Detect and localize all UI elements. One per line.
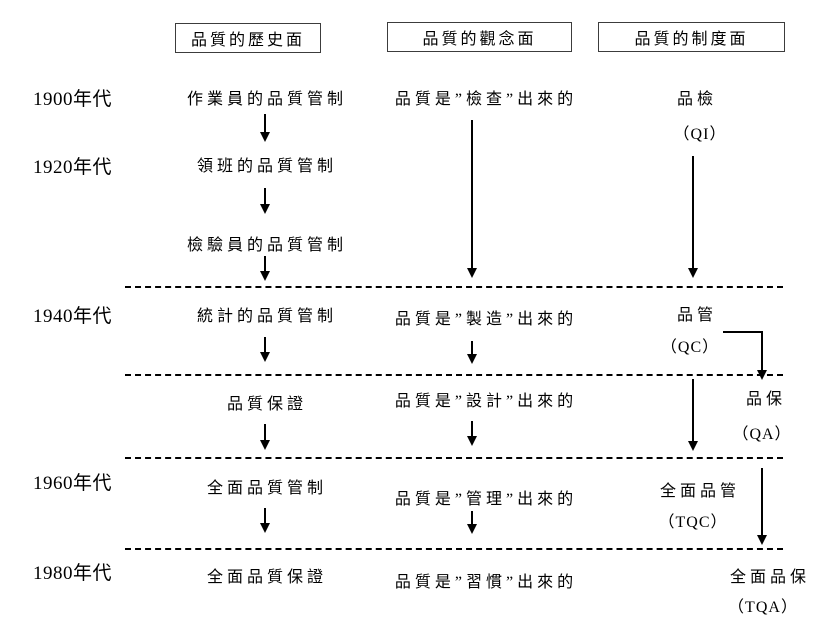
down-arrow-icon — [264, 114, 267, 132]
down-arrow-icon — [471, 421, 474, 436]
year-label-1960: 1960年代 — [33, 473, 113, 494]
history-item-statistical-qc: 統計的品質管制 — [196, 308, 338, 325]
down-arrow-icon — [264, 188, 267, 204]
column-header-system-label: 品質的制度面 — [634, 31, 749, 48]
dashed-divider-4 — [125, 548, 783, 550]
dashed-divider-2 — [125, 374, 783, 376]
concept-item-managed: 品質是”管理”出來的 — [394, 491, 578, 508]
column-header-concept-label: 品質的觀念面 — [422, 31, 537, 48]
system-item-qi-abbr: （QI） — [673, 126, 727, 143]
down-arrow-icon — [471, 341, 474, 354]
down-arrow-icon — [264, 424, 267, 440]
year-label-1900: 1900年代 — [33, 89, 113, 110]
system-item-qi-name: 品檢 — [676, 91, 718, 108]
down-arrow-icon — [692, 156, 695, 268]
down-arrow-icon — [471, 120, 474, 268]
concept-item-designed: 品質是”設計”出來的 — [394, 393, 578, 410]
history-item-total-qa: 全面品質保證 — [206, 569, 328, 586]
down-arrow-icon — [471, 511, 474, 524]
column-header-history-label: 品質的歷史面 — [190, 32, 305, 49]
system-item-tqc-abbr: （TQC） — [658, 514, 728, 531]
elbow-connector-down-arrow-icon — [761, 331, 764, 370]
down-arrow-icon — [761, 468, 764, 535]
system-item-tqc-name: 全面品管 — [659, 483, 741, 500]
system-item-qa-abbr: （QA） — [732, 426, 792, 443]
year-label-1940: 1940年代 — [33, 306, 113, 327]
dashed-divider-1 — [125, 286, 783, 288]
history-item-quality-assurance: 品質保證 — [226, 396, 308, 413]
history-item-foreman-qc: 領班的品質管制 — [196, 158, 338, 175]
down-arrow-icon — [692, 379, 695, 441]
system-item-qc-abbr: （QC） — [660, 339, 720, 356]
down-arrow-icon — [264, 508, 267, 523]
history-item-total-qc: 全面品質管制 — [206, 480, 328, 497]
column-header-history: 品質的歷史面 — [175, 23, 321, 53]
concept-item-habit: 品質是”習慣”出來的 — [394, 574, 578, 591]
column-header-concept: 品質的觀念面 — [387, 22, 572, 52]
down-arrow-icon — [264, 337, 267, 352]
concept-item-manufactured: 品質是”製造”出來的 — [394, 311, 578, 328]
year-label-1980: 1980年代 — [33, 563, 113, 584]
system-item-tqa-name: 全面品保 — [729, 569, 811, 586]
elbow-connector-horizontal — [723, 331, 763, 334]
history-item-inspector-qc: 檢驗員的品質管制 — [186, 237, 348, 254]
system-item-tqa-abbr: （TQA） — [728, 599, 798, 616]
year-label-1920: 1920年代 — [33, 157, 113, 178]
dashed-divider-3 — [125, 457, 783, 459]
history-item-operator-qc: 作業員的品質管制 — [186, 91, 348, 108]
down-arrow-icon — [264, 256, 267, 271]
system-item-qc-name: 品管 — [676, 307, 718, 324]
column-header-system: 品質的制度面 — [598, 22, 785, 52]
system-item-qa-name: 品保 — [745, 391, 787, 408]
concept-item-inspected: 品質是”檢查”出來的 — [394, 91, 578, 108]
